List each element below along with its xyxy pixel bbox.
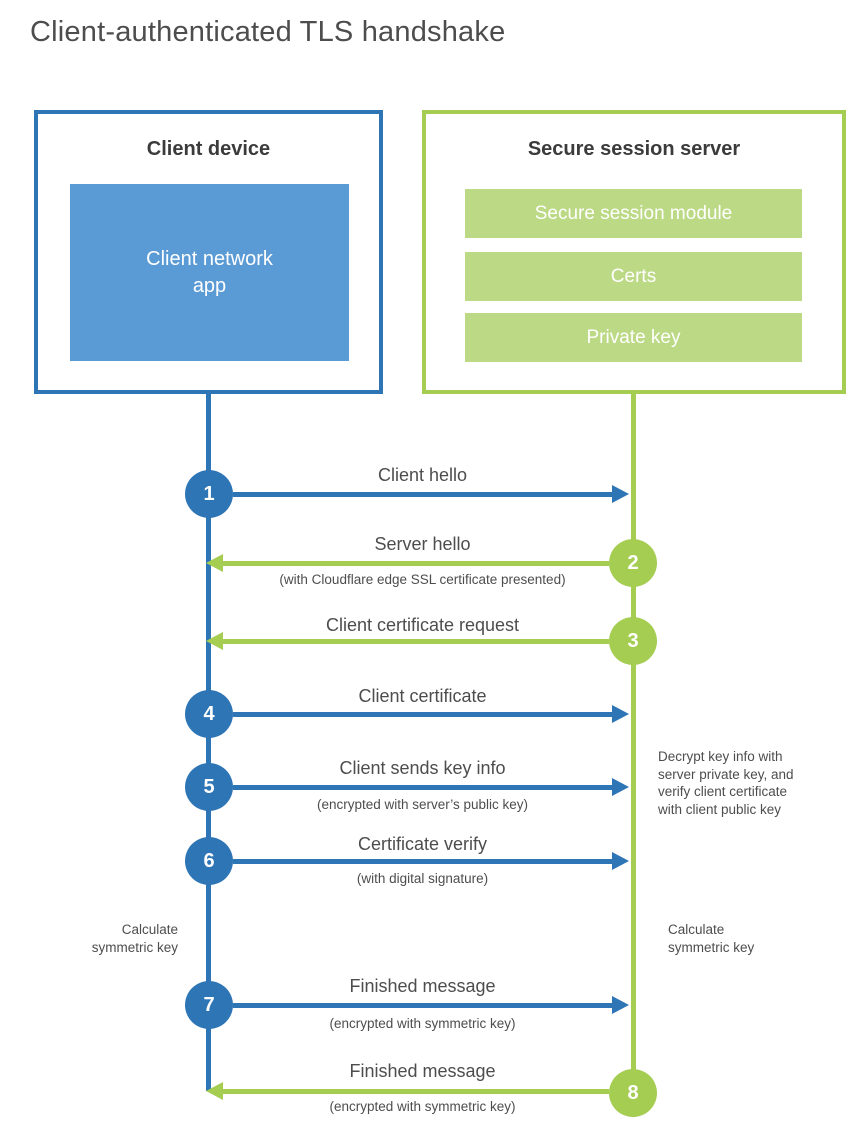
step-8-arrow-line — [223, 1089, 609, 1094]
step-6-arrow-line — [233, 859, 612, 864]
step-3-number: 3 — [627, 629, 639, 652]
step-4-label: Client certificate — [358, 686, 487, 706]
arrow-right-icon — [612, 852, 629, 870]
step-7-label: Finished message — [349, 976, 496, 996]
step-2-arrow-line — [223, 561, 609, 566]
step-1-arrow-line — [233, 492, 612, 497]
step-6-label: Certificate verify — [357, 834, 488, 854]
step-3-badge: 3 — [609, 617, 657, 665]
arrow-left-icon — [206, 554, 223, 572]
private-key-bar: Private key — [465, 313, 802, 362]
arrow-left-icon — [206, 1082, 223, 1100]
certs-bar: Certs — [465, 252, 802, 301]
step-2-badge: 2 — [609, 539, 657, 587]
step-2-number: 2 — [627, 551, 639, 574]
secure-session-module-bar: Secure session module — [465, 189, 802, 238]
secure-session-server-box: Secure session server Secure session mod… — [422, 110, 846, 394]
step-3-arrow-line — [223, 639, 609, 644]
step-8-badge: 8 — [609, 1069, 657, 1117]
arrow-right-icon — [612, 485, 629, 503]
arrow-right-icon — [612, 778, 629, 796]
step-2-sublabel: (with Cloudflare edge SSL certificate pr… — [279, 572, 566, 587]
client-network-app-box: Client network app — [70, 184, 349, 361]
secure-session-server-title: Secure session server — [527, 138, 741, 160]
step-7-number: 7 — [203, 993, 215, 1016]
client-device-title: Client device — [146, 138, 271, 160]
step-6-sublabel: (with digital signature) — [356, 871, 489, 886]
step-8-number: 8 — [627, 1081, 639, 1104]
step-4-arrow-line — [233, 712, 612, 717]
step-7-arrow-line — [233, 1003, 612, 1008]
step-3-label: Client certificate request — [325, 615, 520, 635]
client-calculate-symmetric-key-note: Calculate symmetric key — [91, 922, 178, 955]
step-7-sublabel: (encrypted with symmetric key) — [329, 1016, 516, 1031]
step-8-label: Finished message — [349, 1061, 496, 1081]
step-7-badge: 7 — [185, 981, 233, 1029]
step-5-sublabel: (encrypted with server’s public key) — [316, 797, 529, 812]
client-network-app-label: Client network app — [146, 247, 273, 297]
arrow-left-icon — [206, 632, 223, 650]
server-decrypt-key-info-note: Decrypt key info with server private key… — [658, 749, 794, 817]
arrow-right-icon — [612, 996, 629, 1014]
client-lifeline — [206, 394, 211, 1091]
step-5-number: 5 — [203, 775, 215, 798]
step-5-badge: 5 — [185, 763, 233, 811]
step-1-number: 1 — [203, 482, 215, 505]
step-8-sublabel: (encrypted with symmetric key) — [329, 1099, 516, 1114]
step-4-number: 4 — [203, 702, 215, 725]
arrow-right-icon — [612, 705, 629, 723]
step-2-label: Server hello — [374, 534, 471, 554]
step-4-badge: 4 — [185, 690, 233, 738]
step-6-badge: 6 — [185, 837, 233, 885]
server-lifeline — [631, 394, 636, 1091]
server-calculate-symmetric-key-note: Calculate symmetric key — [668, 922, 755, 955]
step-5-arrow-line — [233, 785, 612, 790]
step-6-number: 6 — [203, 849, 215, 872]
page-title: Client-authenticated TLS handshake — [30, 16, 506, 48]
step-1-label: Client hello — [377, 465, 468, 485]
step-1-badge: 1 — [185, 470, 233, 518]
client-device-box: Client device Client network app — [34, 110, 383, 394]
step-5-label: Client sends key info — [339, 758, 506, 778]
